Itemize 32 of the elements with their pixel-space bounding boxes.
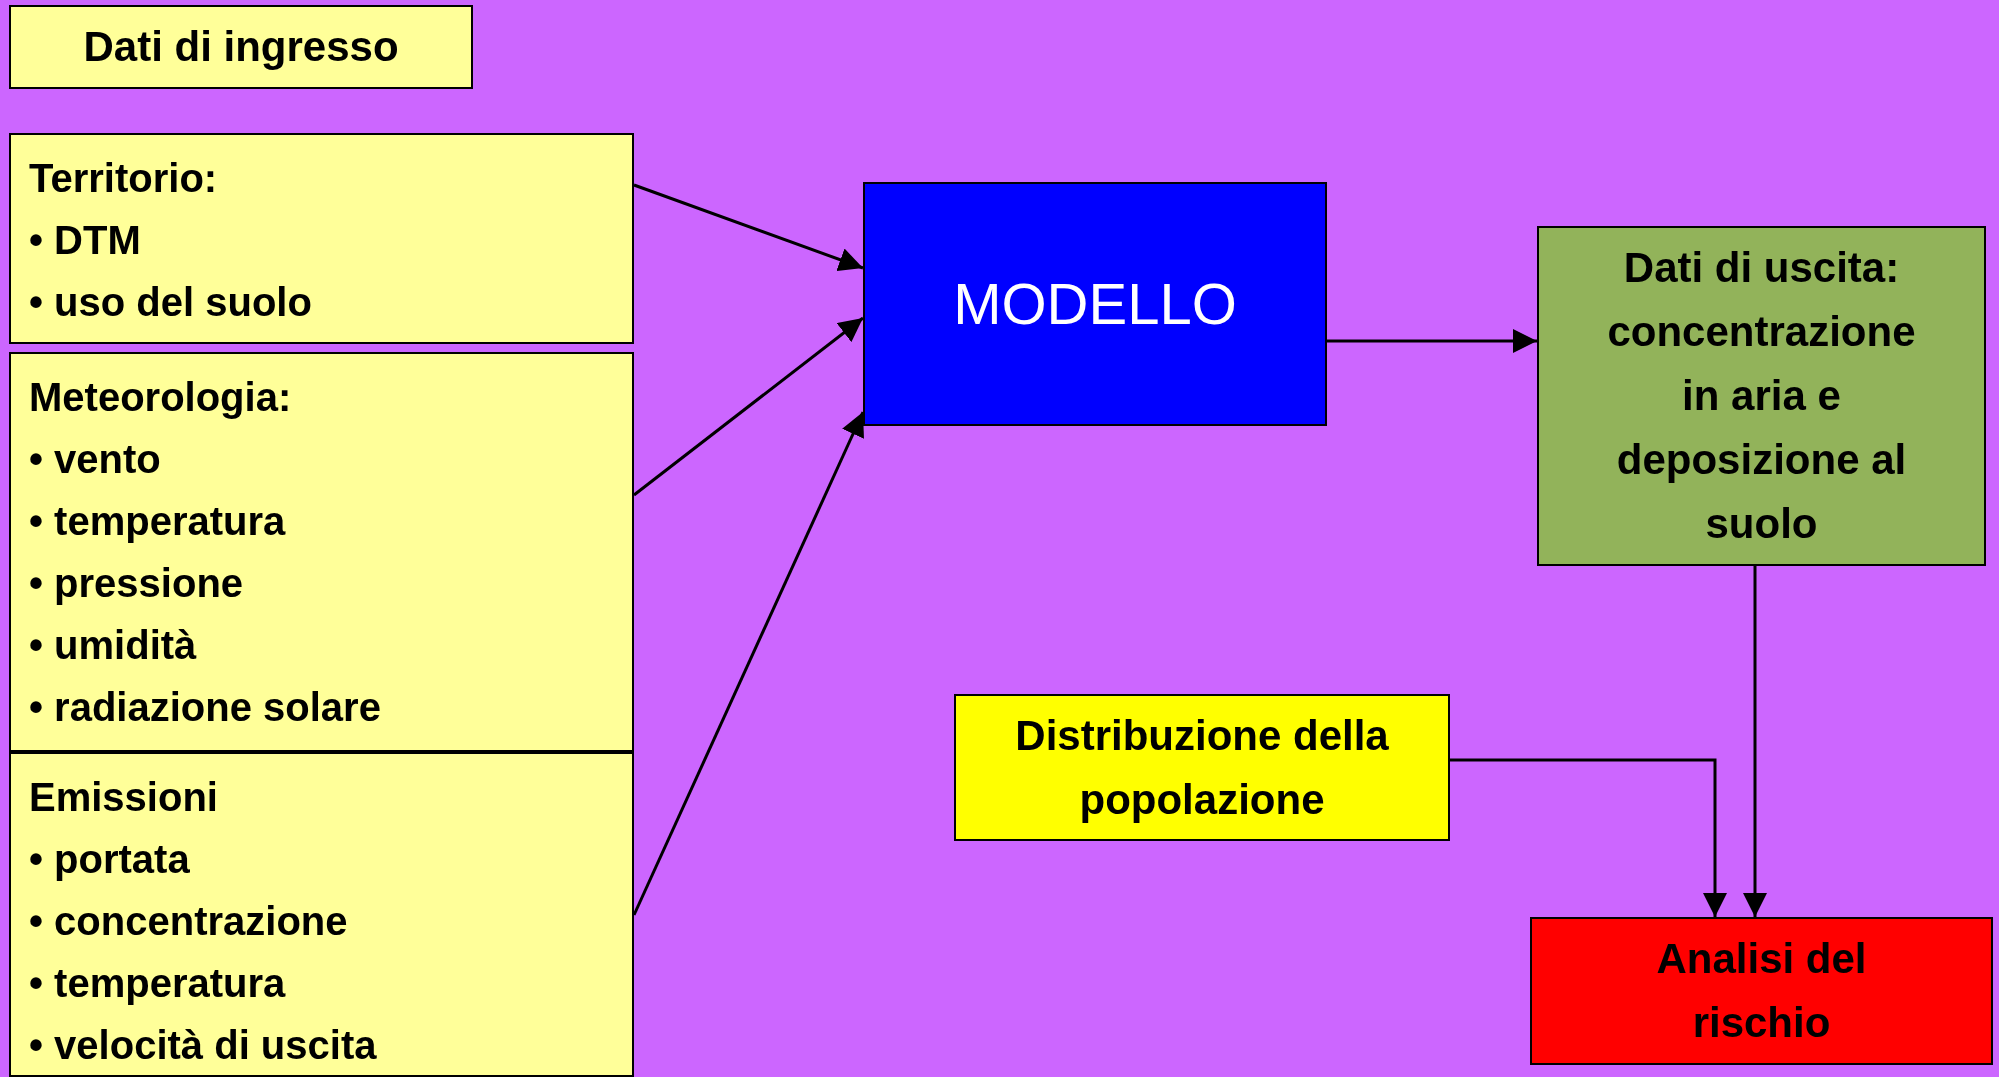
box-label: Analisi del rischio [1655,934,1868,1048]
box-label: Distribuzione della popolazione [1014,710,1390,825]
list-item: • portata [29,836,191,883]
arrow [633,316,864,497]
list-item: • DTM [29,217,142,264]
list-item: • velocità di uscita [29,1022,378,1069]
list-heading: Emissioni [29,774,219,821]
text-box [954,694,1450,841]
text-box [1537,226,1986,566]
box-label: Dati di ingresso [83,22,399,72]
text-box [863,182,1327,426]
text-box [1530,917,1993,1065]
arrow [1450,758,1727,917]
arrow [633,183,864,272]
list-item: • temperatura [29,498,287,545]
list-item: • temperatura [29,960,287,1007]
arrow [1743,566,1767,917]
box-label: MODELLO [953,272,1237,336]
text-box [9,352,634,752]
list-item: • vento [29,436,162,483]
list-item: • pressione [29,560,245,607]
text-box [9,133,634,344]
list-heading: Territorio: [29,155,219,202]
list-item: • umidità [29,622,198,669]
list-item: • concentrazione [29,898,349,945]
box-label: Dati di uscita: concentrazione in aria e deposizione al suolo [1606,243,1917,549]
text-box [9,5,473,89]
list-item: • uso del suolo [29,279,313,326]
arrow [1327,329,1537,353]
text-box [9,752,634,1077]
list-item: • radiazione solare [29,684,382,731]
list-heading: Meteorologia: [29,374,293,421]
